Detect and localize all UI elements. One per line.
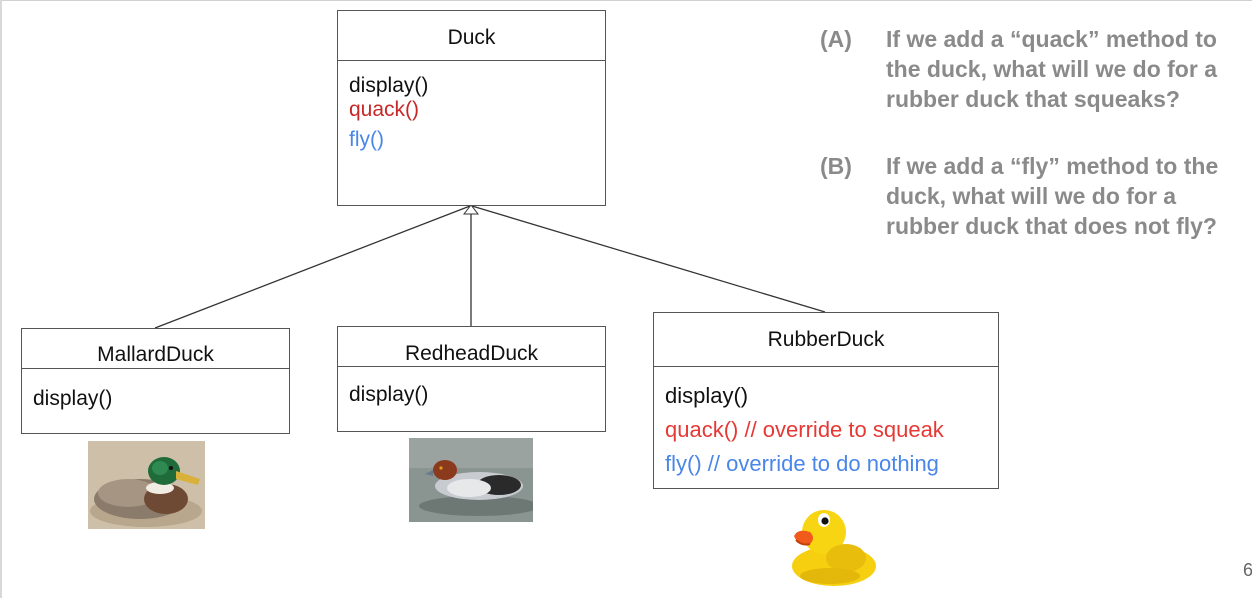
duck-method-quack: quack()	[349, 98, 420, 121]
rubber-method-display: display()	[665, 383, 749, 408]
arrow-mallard-to-duck	[154, 205, 471, 329]
mallard-duck-photo	[88, 441, 205, 529]
generalization-arrowhead	[462, 204, 480, 215]
class-mallard-duck: MallardDuck display()	[21, 328, 290, 434]
class-duck: Duck display() quack() fly()	[337, 10, 606, 206]
question-a-line-1: If we add a “quack” method to	[886, 26, 1217, 52]
question-b-line-3: rubber duck that does not fly?	[886, 213, 1217, 239]
question-a-label: (A)	[820, 26, 852, 52]
class-redhead-name: RedheadDuck	[338, 327, 605, 367]
mallard-method-display: display()	[33, 387, 113, 410]
redhead-duck-photo	[409, 438, 533, 522]
duck-method-display: display()	[349, 74, 429, 97]
rubber-duck-illustration	[792, 510, 876, 586]
rubber-method-quack: quack() // override to squeak	[665, 417, 944, 442]
question-a-line-2: the duck, what will we do for a	[886, 56, 1217, 82]
arrow-rubber-to-duck	[471, 205, 826, 313]
left-border	[0, 0, 2, 598]
rubber-method-fly: fly() // override to do nothing	[665, 451, 939, 476]
question-b-label: (B)	[820, 153, 852, 179]
top-border	[0, 0, 1252, 1]
class-duck-name: Duck	[338, 11, 605, 61]
class-redhead-methods: display()	[349, 383, 601, 407]
class-duck-methods: display() quack() fly()	[349, 74, 601, 152]
question-a-line-3: rubber duck that squeaks?	[886, 86, 1180, 112]
class-redhead-duck: RedheadDuck display()	[337, 326, 606, 432]
class-rubber-name: RubberDuck	[654, 313, 998, 367]
page-number: 6	[1243, 560, 1252, 580]
class-rubber-duck: RubberDuck display() quack() // override…	[653, 312, 999, 489]
question-a-text: If we add a “quack” method to the duck, …	[886, 24, 1217, 114]
redhead-method-display: display()	[349, 383, 429, 406]
class-mallard-methods: display()	[33, 387, 285, 411]
duck-method-fly: fly()	[349, 128, 384, 151]
class-rubber-methods: display() quack() // override to squeak …	[665, 379, 994, 481]
question-b-line-2: duck, what will we do for a	[886, 183, 1177, 209]
question-b-line-1: If we add a “fly” method to the	[886, 153, 1219, 179]
question-b-text: If we add a “fly” method to the duck, wh…	[886, 151, 1218, 241]
class-mallard-name: MallardDuck	[22, 329, 289, 369]
